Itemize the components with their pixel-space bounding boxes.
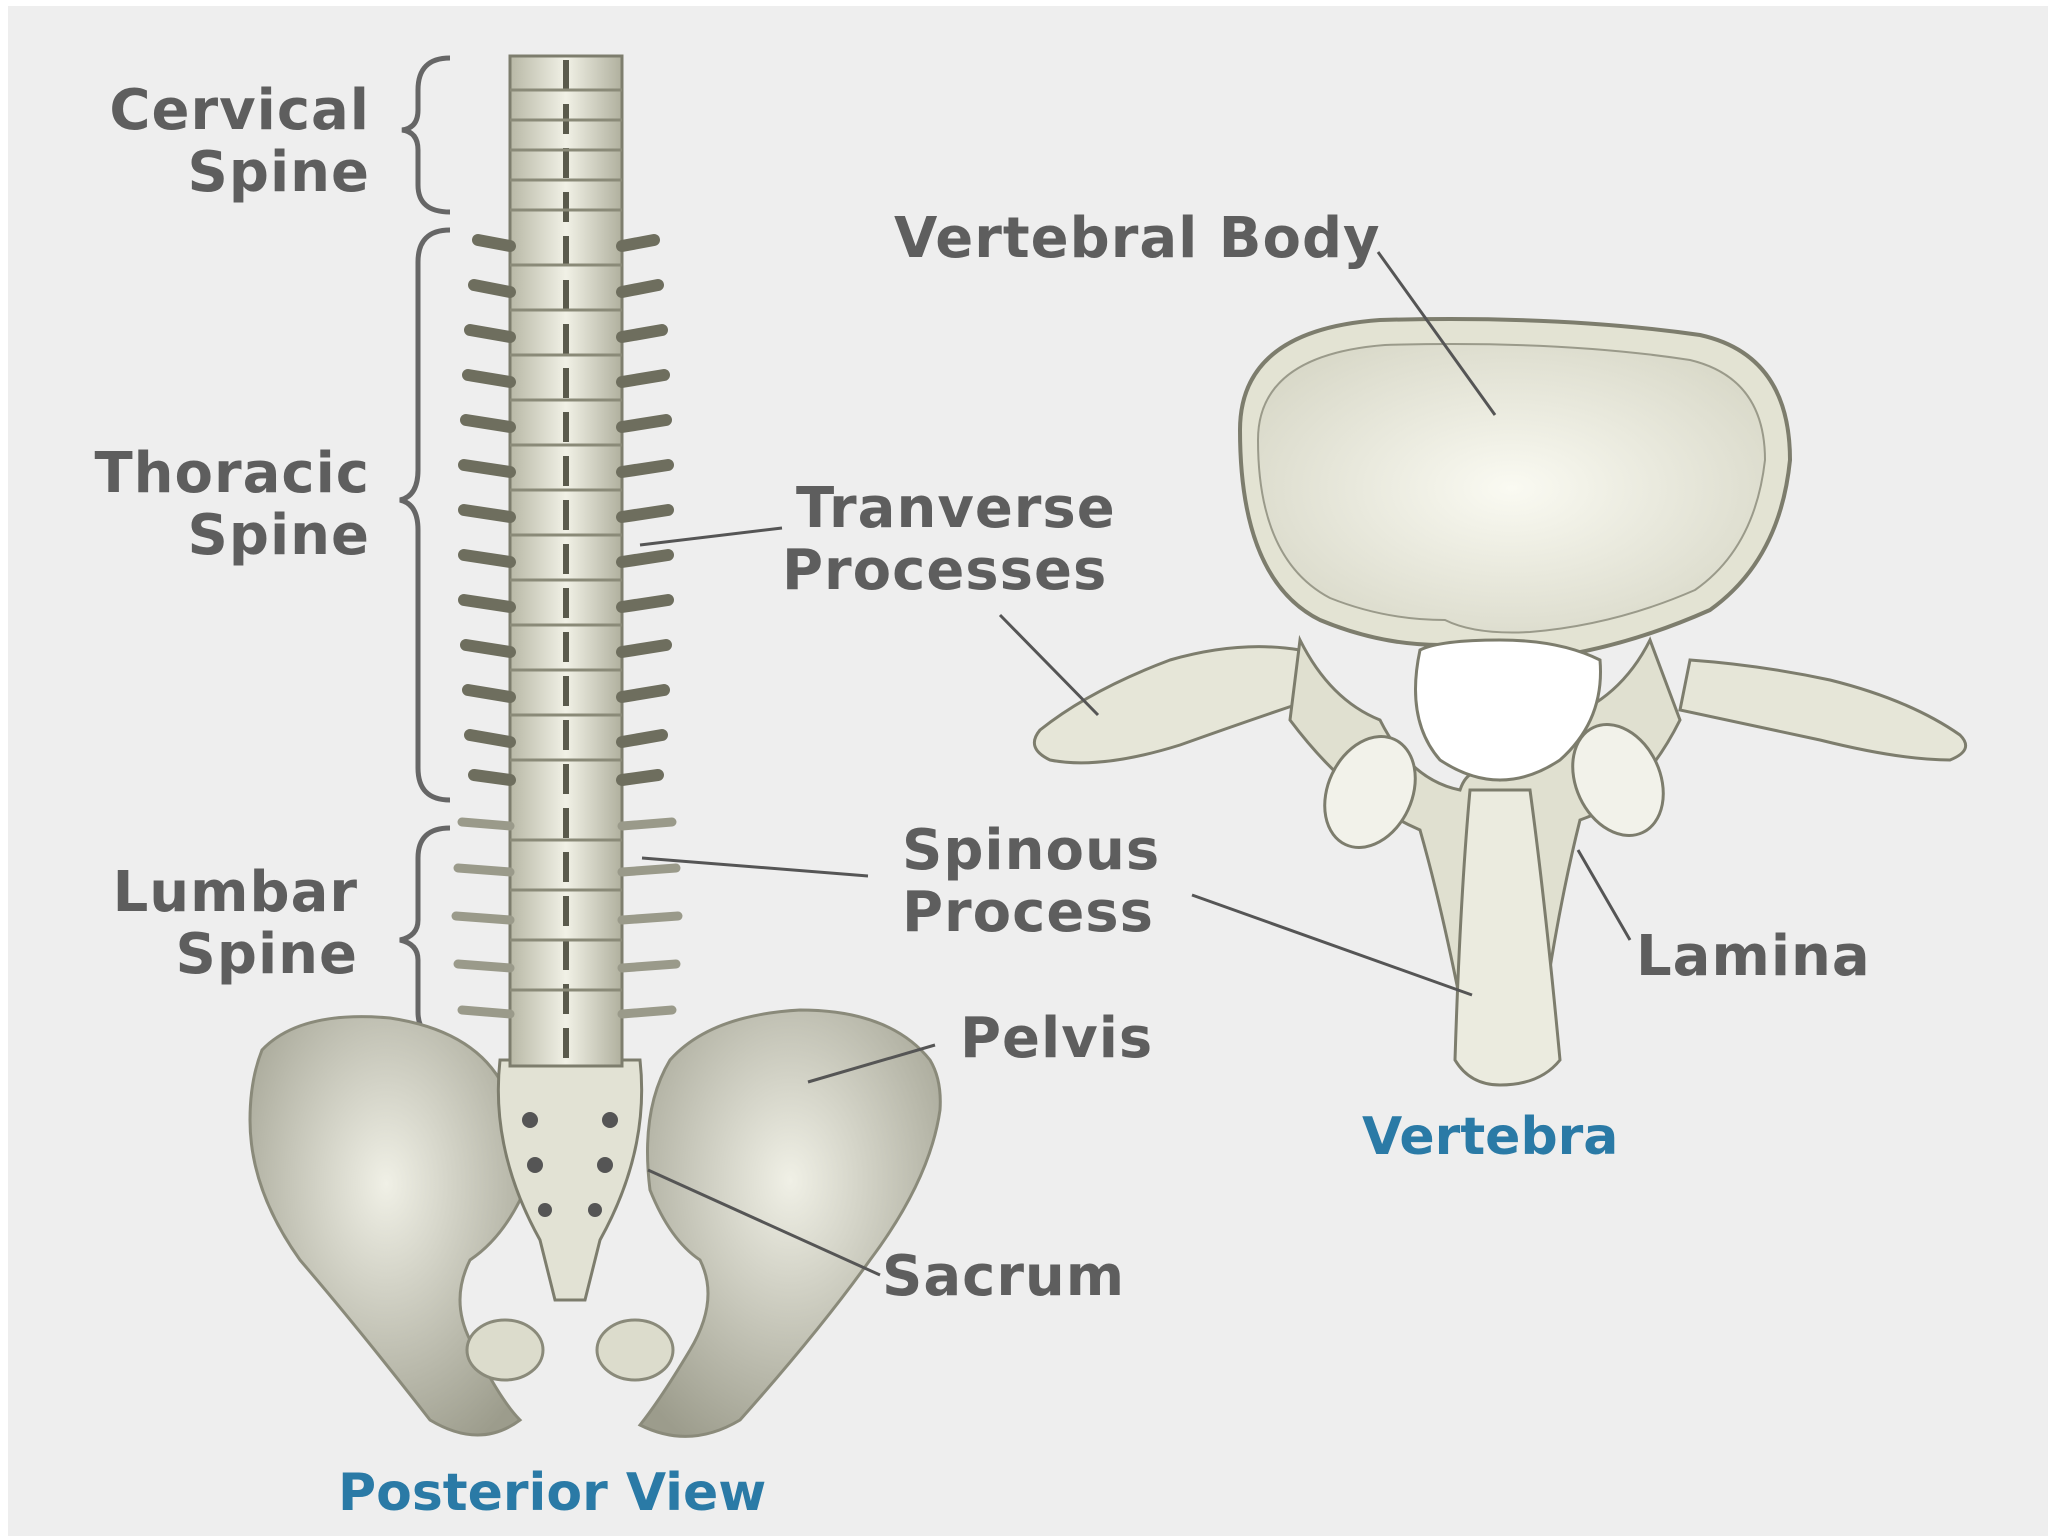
spinous-process-leader-2 (1192, 895, 1472, 995)
lumbar-label-line2: Spine (113, 924, 358, 986)
lumbar-label-line1: Lumbar (113, 862, 358, 924)
transverse-label-line1: Tranverse (782, 478, 1116, 540)
transverse-processes-leader-2 (1000, 615, 1098, 715)
transverse-processes-leader (640, 528, 782, 545)
cervical-bracket (402, 58, 450, 212)
cervical-spine-label: Cervical Spine (109, 80, 370, 204)
thoracic-label-line2: Spine (94, 505, 370, 567)
spinous-label-line2: Process (902, 882, 1160, 944)
sacrum-bone (498, 1060, 641, 1300)
lumbar-spine-label: Lumbar Spine (113, 862, 358, 986)
lamina-label: Lamina (1636, 926, 1871, 988)
spinous-process-label: Spinous Process (902, 820, 1160, 944)
transverse-processes-label: Tranverse Processes (782, 478, 1116, 602)
cervical-label-line1: Cervical (109, 80, 370, 142)
posterior-view-caption: Posterior View (338, 1464, 766, 1522)
thoracic-spine-label: Thoracic Spine (94, 443, 370, 567)
spinal-column (510, 56, 622, 1066)
vertebra-caption: Vertebra (1362, 1108, 1618, 1166)
pelvis-label: Pelvis (960, 1008, 1153, 1070)
transverse-label-line2: Processes (782, 540, 1116, 602)
lumbar-bracket (400, 828, 450, 1040)
thoracic-bracket (400, 230, 450, 800)
lamina-leader (1578, 850, 1630, 940)
cervical-label-line2: Spine (109, 142, 370, 204)
spinous-label-line1: Spinous (902, 820, 1160, 882)
vertebral-body-label: Vertebral Body (894, 208, 1381, 270)
sacrum-label: Sacrum (882, 1246, 1125, 1308)
thoracic-label-line1: Thoracic (94, 443, 370, 505)
